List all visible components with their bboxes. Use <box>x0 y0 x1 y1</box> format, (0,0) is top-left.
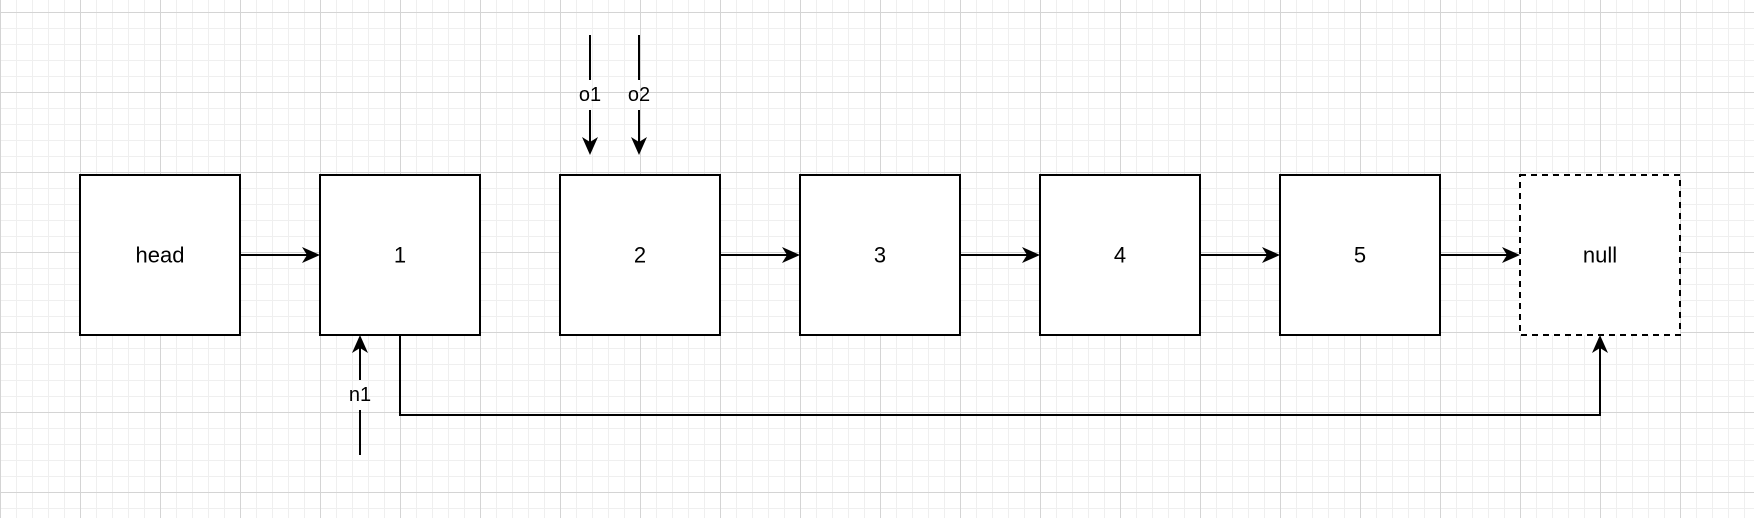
edge-5-to-null[interactable] <box>1440 247 1520 263</box>
arrowhead-icon <box>631 137 647 155</box>
node-3-box[interactable] <box>799 174 961 336</box>
node-4-box[interactable] <box>1039 174 1201 336</box>
arrowhead-icon <box>1592 335 1608 353</box>
pointer-o1-label: o1 <box>579 84 601 106</box>
edge-4-to-5[interactable] <box>1200 247 1280 263</box>
edge-3-to-4[interactable] <box>960 247 1040 263</box>
node-4-label: 4 <box>1114 243 1126 268</box>
node-3[interactable]: 3 <box>799 174 961 336</box>
node-5-box[interactable] <box>1279 174 1441 336</box>
node-null[interactable]: null <box>1519 174 1681 336</box>
arrowhead-icon <box>782 247 800 263</box>
edge-2-to-3[interactable] <box>720 247 800 263</box>
arrowhead-icon <box>1262 247 1280 263</box>
pointer-o1[interactable]: o1 <box>579 35 601 155</box>
node-null-label: null <box>1583 243 1617 268</box>
edge-line <box>399 335 1601 416</box>
node-5[interactable]: 5 <box>1279 174 1441 336</box>
node-1-label: 1 <box>394 243 406 268</box>
node-5-label: 5 <box>1354 243 1366 268</box>
edge-head-to-1[interactable] <box>240 247 320 263</box>
arrowhead-icon <box>582 137 598 155</box>
node-head-label: head <box>136 243 185 268</box>
node-1-box[interactable] <box>319 174 481 336</box>
node-3-label: 3 <box>874 243 886 268</box>
arrowhead-icon <box>1502 247 1520 263</box>
node-head[interactable]: head <box>79 174 241 336</box>
node-2-label: 2 <box>634 243 646 268</box>
node-head-box[interactable] <box>79 174 241 336</box>
node-2[interactable]: 2 <box>559 174 721 336</box>
arrowhead-icon <box>302 247 320 263</box>
edge-1-to-null[interactable] <box>399 335 1608 416</box>
arrowhead-icon <box>1022 247 1040 263</box>
node-2-box[interactable] <box>559 174 721 336</box>
node-1[interactable]: 1 <box>319 174 481 336</box>
pointer-o2[interactable]: o2 <box>628 35 650 155</box>
pointer-n1-label: n1 <box>349 384 371 406</box>
pointer-o2-label: o2 <box>628 84 650 106</box>
arrowhead-icon <box>352 335 368 353</box>
pointer-n1[interactable]: n1 <box>349 335 371 455</box>
node-4[interactable]: 4 <box>1039 174 1201 336</box>
